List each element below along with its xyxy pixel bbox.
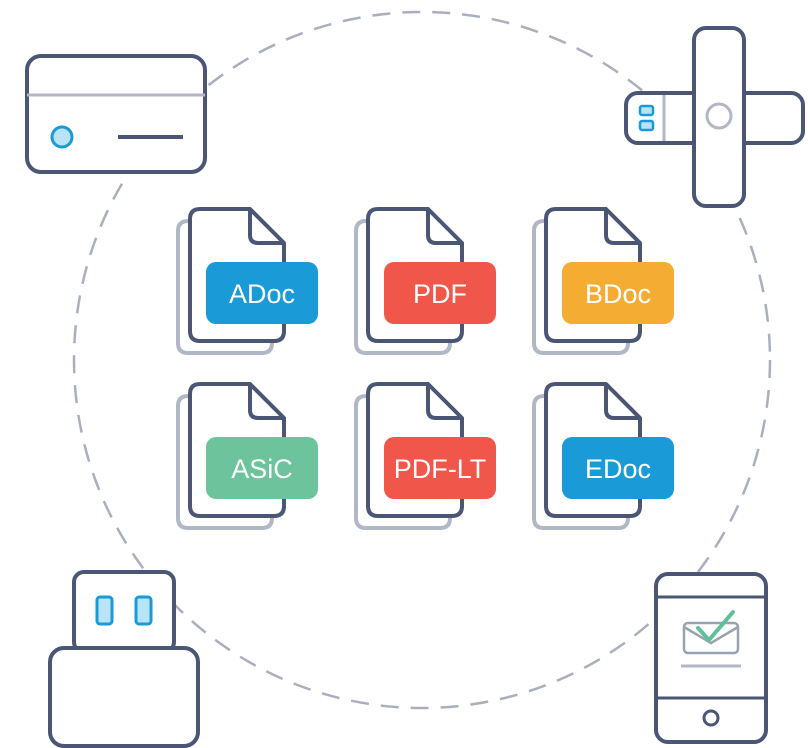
usb-flash-drive-icon xyxy=(624,26,805,208)
format-label: EDoc xyxy=(585,454,651,484)
format-badge xyxy=(206,437,318,499)
document-bdoc-icon: BDoc xyxy=(532,207,674,355)
document-pdf-icon: PDF xyxy=(354,207,496,355)
mobile-signature-icon xyxy=(654,572,768,744)
format-label: BDoc xyxy=(585,279,651,309)
document-asic-icon: ASiC xyxy=(176,382,318,530)
document-fold xyxy=(604,209,640,245)
format-badge xyxy=(384,437,496,499)
document-fold xyxy=(426,384,462,420)
document-fold xyxy=(248,384,284,420)
document-fold xyxy=(426,209,462,245)
format-badge xyxy=(384,262,496,324)
format-label: ADoc xyxy=(229,279,295,309)
document-edoc-icon: EDoc xyxy=(532,382,674,530)
id-card-icon xyxy=(25,54,207,174)
format-label: PDF xyxy=(413,279,467,309)
document-fold xyxy=(604,384,640,420)
document-adoc-icon: ADoc xyxy=(176,207,318,355)
format-badge xyxy=(206,262,318,324)
format-label: ASiC xyxy=(231,454,293,484)
format-label: PDF-LT xyxy=(394,454,487,484)
dashed-orbit-circle xyxy=(72,10,772,710)
document-pdf-lt-icon: PDF-LT xyxy=(354,382,496,530)
format-badge xyxy=(562,262,674,324)
usb-card-reader-icon xyxy=(48,570,200,748)
document-fold xyxy=(248,209,284,245)
format-badge xyxy=(562,437,674,499)
